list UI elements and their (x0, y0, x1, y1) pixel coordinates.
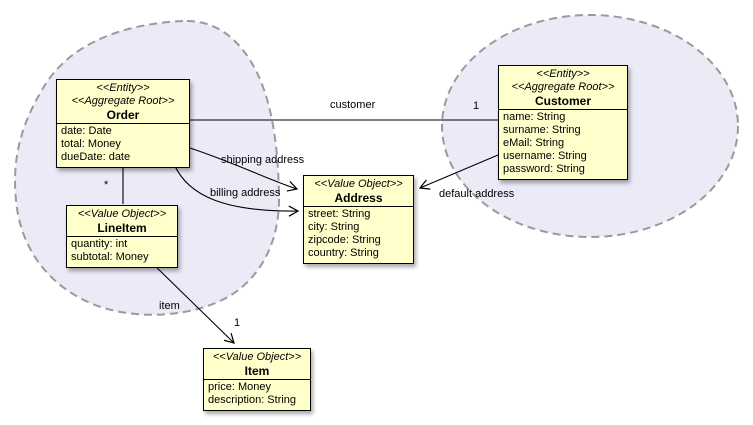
label-default-address: default address (439, 188, 515, 200)
class-address-attributes: street: String city: String zipcode: Str… (304, 207, 413, 263)
class-order-header: <<Entity>> <<Aggregate Root>> Order (57, 80, 189, 124)
order-stereotype-aggregate-root: <<Aggregate Root>> (71, 95, 175, 107)
lineitem-class-name: LineItem (97, 221, 147, 235)
multiplicity-item: 1 (234, 317, 241, 329)
customer-attribute: name: String (503, 111, 566, 123)
customer-attribute: surname: String (503, 124, 581, 136)
multiplicity-lineitems: * (104, 179, 109, 191)
class-customer-attributes: name: String surname: String eMail: Stri… (499, 110, 627, 179)
lineitem-attribute: quantity: int (71, 238, 128, 250)
address-stereotype-value-object: <<Value Object>> (314, 178, 403, 190)
order-stereotype-entity: <<Entity>> (96, 82, 150, 94)
customer-attribute: eMail: String (503, 137, 565, 149)
association-default-address[interactable] (418, 154, 499, 190)
association-billing-address[interactable] (173, 163, 300, 217)
order-attribute: dueDate: date (61, 151, 131, 163)
customer-stereotype-entity: <<Entity>> (536, 68, 590, 80)
label-billing-address: billing address (210, 187, 281, 199)
address-attribute: city: String (308, 221, 360, 233)
address-class-name: Address (334, 191, 383, 205)
class-customer-header: <<Entity>> <<Aggregate Root>> Customer (499, 66, 627, 110)
class-lineitem-attributes: quantity: int subtotal: Money (67, 237, 177, 267)
association-lineitem-item[interactable] (150, 261, 235, 344)
address-attribute: street: String (308, 208, 371, 220)
customer-stereotype-aggregate-root: <<Aggregate Root>> (511, 81, 615, 93)
order-attribute: date: Date (61, 125, 112, 137)
class-item[interactable]: <<Value Object>> Item price: Money descr… (203, 348, 311, 411)
lineitem-attribute: subtotal: Money (71, 251, 149, 263)
item-class-name: Item (244, 364, 270, 378)
multiplicity-customer: 1 (473, 100, 480, 112)
item-attribute: price: Money (208, 381, 271, 393)
address-attribute: country: String (308, 247, 379, 259)
item-stereotype-value-object: <<Value Object>> (212, 351, 302, 363)
customer-class-name: Customer (534, 94, 591, 108)
class-item-attributes: price: Money description: String (204, 380, 310, 410)
order-attribute: total: Money (61, 138, 121, 150)
class-order-attributes: date: Date total: Money dueDate: date (57, 124, 189, 167)
lineitem-stereotype-value-object: <<Value Object>> (77, 208, 167, 220)
class-order[interactable]: <<Entity>> <<Aggregate Root>> Order date… (56, 79, 190, 168)
class-lineitem[interactable]: <<Value Object>> LineItem quantity: int … (66, 205, 178, 268)
label-shipping-address: shipping address (221, 154, 305, 166)
association-shipping-address[interactable] (189, 147, 299, 192)
class-address[interactable]: <<Value Object>> Address street: String … (303, 175, 414, 264)
class-lineitem-header: <<Value Object>> LineItem (67, 206, 177, 237)
address-attribute: zipcode: String (308, 234, 381, 246)
customer-attribute: password: String (503, 163, 585, 175)
item-attribute: description: String (208, 394, 297, 406)
class-item-header: <<Value Object>> Item (204, 349, 310, 380)
label-customer-association: customer (330, 99, 376, 111)
class-address-header: <<Value Object>> Address (304, 176, 413, 207)
order-class-name: Order (106, 108, 140, 122)
customer-attribute: username: String (503, 150, 587, 162)
label-item-association: item (159, 300, 180, 312)
class-customer[interactable]: <<Entity>> <<Aggregate Root>> Customer n… (498, 65, 628, 180)
